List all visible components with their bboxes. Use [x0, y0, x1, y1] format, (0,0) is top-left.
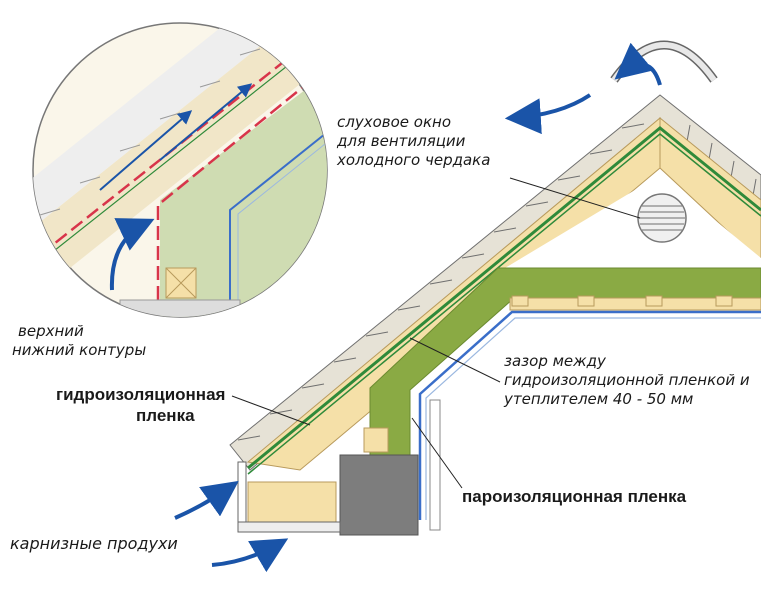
eaves-intake-arrow-lower — [211, 538, 289, 573]
attic-space — [505, 175, 761, 268]
vapor-barrier — [418, 310, 761, 520]
wall-plate — [247, 481, 337, 523]
dormer-exhaust-arrow — [504, 93, 592, 135]
brick-wall — [339, 454, 419, 536]
eaves-intake-arrow-upper — [174, 480, 239, 520]
contours-label: верхний нижний контуры — [12, 322, 146, 360]
gap-label-line-3: утеплителем 40 - 50 мм — [504, 390, 694, 408]
waterproof-label-line-1: гидроизоляционная — [56, 385, 226, 404]
contours-label-line-1: верхний — [18, 322, 84, 340]
gap-label: зазор между гидроизоляционной пленкой и … — [504, 352, 750, 409]
waterproof-membrane — [247, 126, 761, 470]
roof-structure — [229, 40, 761, 536]
vapor-label: пароизоляционная пленка — [462, 487, 687, 506]
eaves-label: карнизные продухи — [10, 534, 178, 553]
dormer-label: слуховое окно для вентиляции холодного ч… — [337, 113, 490, 170]
dormer-vent — [637, 193, 687, 243]
ceiling-board — [509, 297, 761, 311]
roof-tiles — [237, 123, 757, 441]
inset-airflow-arrow-middle — [159, 83, 253, 161]
inset-airflow-arrow-upper — [99, 110, 193, 191]
dormer-label-line-2: для вентиляции — [337, 132, 466, 150]
contours-label-line-2: нижний контуры — [12, 341, 147, 359]
detail-inset — [32, 22, 328, 318]
ridge-exhaust-arrow — [614, 42, 662, 86]
dormer-label-line-1: слуховое окно — [337, 113, 452, 131]
waterproof-label-line-2: пленка — [136, 406, 195, 425]
leader-lines — [231, 177, 641, 489]
gap-label-line-2: гидроизоляционной пленкой и — [504, 371, 750, 389]
eaves-soffit — [237, 521, 341, 533]
waterproof-label: гидроизоляционная пленка — [56, 384, 225, 426]
insulation — [369, 267, 761, 456]
gap-label-line-1: зазор между — [504, 352, 606, 370]
dormer-label-line-3: холодного чердака — [337, 151, 491, 169]
interior-wall — [429, 399, 441, 531]
inset-airflow-arrow-lower — [109, 218, 155, 291]
